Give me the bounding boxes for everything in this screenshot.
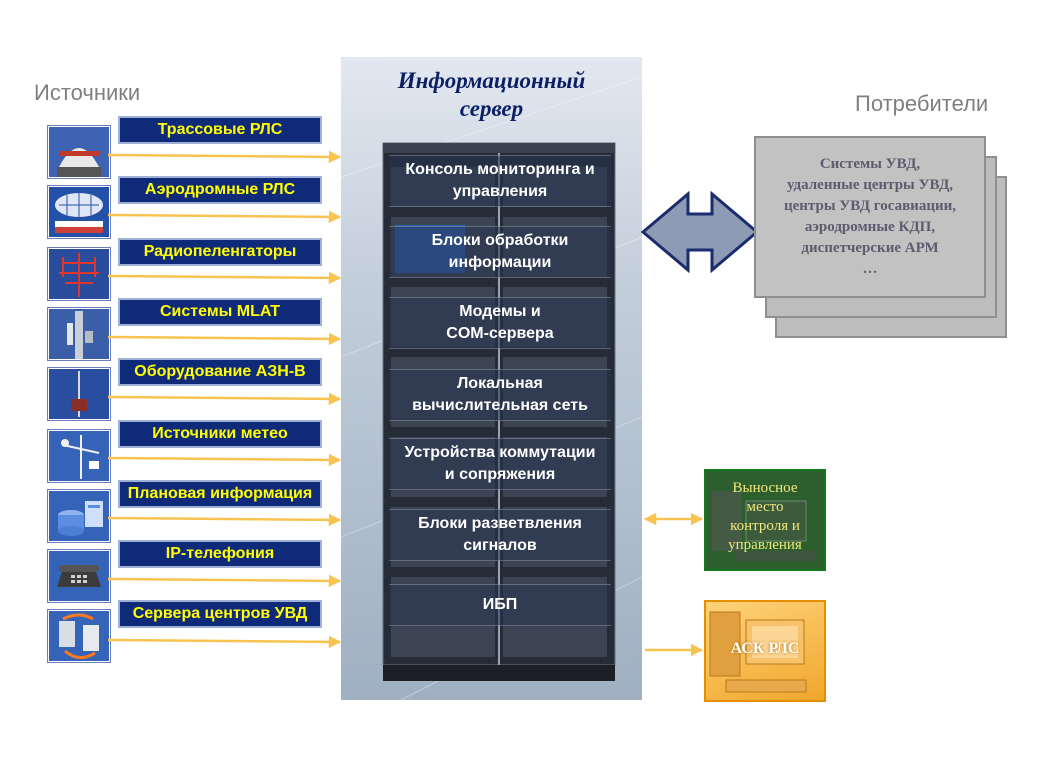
antenna-array-icon (48, 248, 110, 300)
remote-control-station: Выносное место контроля и управления (704, 469, 826, 571)
airport-radar-icon (48, 186, 110, 238)
consumer-line: удаленные центры УВД, (786, 177, 954, 193)
computer-icon (709, 611, 807, 693)
remote-label: Выносное место контроля и управления (706, 479, 824, 555)
block-line1: Консоль мониторинга и (405, 161, 595, 178)
server-block-lan: Локальная вычислительная сеть (389, 369, 611, 421)
workstation-icon (712, 491, 816, 561)
ask-rls-box: АСК РЛС (704, 600, 826, 702)
remote-line: место (746, 499, 784, 515)
radar-dome-icon (48, 126, 110, 178)
server-block-modems: Модемы и COM-сервера (389, 297, 611, 349)
telephone-icon (48, 550, 110, 602)
server-block-processing-units: Блоки обработки информации (389, 226, 611, 278)
block-line2: и сопряжения (444, 466, 556, 483)
consumer-line: диспетчерские АРМ (801, 240, 939, 256)
server-title-line1: Информационный (397, 68, 586, 93)
consumer-line: … (862, 261, 878, 277)
source-label-flight-plans: Плановая информация (118, 480, 322, 508)
ask-label: АСК РЛС (730, 640, 800, 657)
consumer-line: центры УВД госавиации, (783, 198, 956, 214)
mast-icon (48, 308, 110, 360)
arrow-source-4 (107, 332, 342, 346)
server-block-signal-splitters: Блоки разветвления сигналов (389, 509, 611, 561)
arrow-source-2 (107, 210, 342, 224)
source-label-ip-telephony: IP-телефония (118, 540, 322, 568)
block-line1: ИБП (482, 596, 518, 613)
remote-line: управления (728, 537, 802, 553)
servers-sync-icon (48, 610, 110, 662)
arrow-source-1 (107, 150, 342, 164)
block-line2: вычислительная сеть (412, 397, 588, 414)
arrow-source-5 (107, 392, 342, 406)
block-line1: Модемы и (459, 303, 541, 320)
arrow-source-8 (107, 574, 342, 588)
ads-b-antenna-icon (48, 368, 110, 420)
server-title: Информационный сервер (341, 67, 642, 123)
block-line2: информации (448, 254, 552, 271)
source-label-track-radar: Трассовые РЛС (118, 116, 322, 144)
block-line1: Устройства коммутации (404, 444, 596, 461)
source-label-atc-servers: Сервера центров УВД (118, 600, 322, 628)
database-icon (48, 490, 110, 542)
consumers-heading: Потребители (855, 91, 989, 116)
information-server-panel: Информационный сервер Консоль мониторинг… (341, 57, 642, 700)
source-label-ads-b: Оборудование АЗН-В (118, 358, 322, 386)
consumers-card: Системы УВД, удаленные центры УВД, центр… (754, 136, 986, 298)
weather-station-icon (48, 430, 110, 482)
block-line1: Блоки разветвления (418, 515, 582, 532)
server-block-ups: ИБП (389, 584, 611, 626)
block-line2: сигналов (463, 537, 537, 554)
consumer-line: Системы УВД, (819, 156, 921, 172)
block-line1: Локальная (457, 375, 543, 392)
arrow-source-9 (107, 635, 342, 649)
arrow-source-3 (107, 271, 342, 285)
source-label-mlat: Системы MLAT (118, 298, 322, 326)
source-label-airport-radar: Аэродромные РЛС (118, 176, 322, 204)
sources-heading: Источники (34, 80, 141, 105)
source-label-direction-finders: Радиопеленгаторы (118, 238, 322, 266)
block-line2: COM-сервера (446, 325, 554, 342)
server-title-line2: сервер (459, 96, 524, 121)
server-block-switching: Устройства коммутации и сопряжения (389, 438, 611, 490)
source-label-meteo: Источники метео (118, 420, 322, 448)
arrow-source-7 (107, 513, 342, 527)
double-arrow-consumers (640, 190, 760, 274)
server-block-monitoring-console: Консоль мониторинга и управления (389, 155, 611, 207)
arrow-source-6 (107, 453, 342, 467)
block-line1: Блоки обработки (431, 232, 569, 249)
remote-line: контроля и (730, 518, 800, 534)
consumer-line: аэродромные КДП, (804, 219, 936, 235)
block-line2: управления (452, 183, 548, 200)
remote-line: Выносное (732, 480, 798, 496)
